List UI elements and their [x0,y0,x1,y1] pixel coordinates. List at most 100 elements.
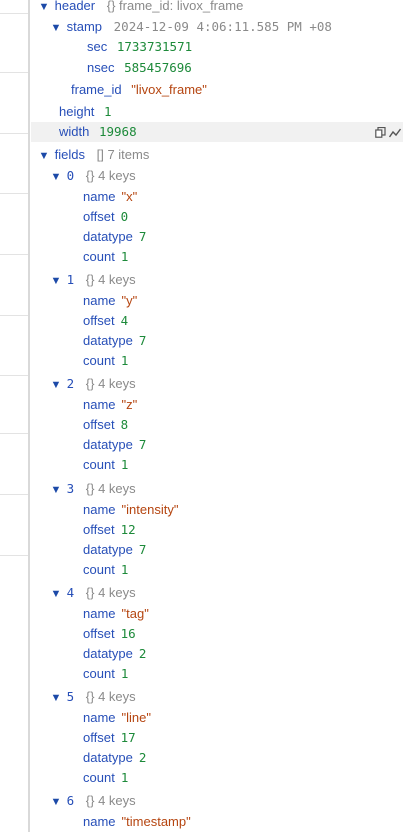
key-label: count [83,353,115,368]
tree-row-width[interactable]: width 19968 [31,122,403,142]
tree-row-item[interactable]: ▼ 1 {} 4 keys [31,270,403,290]
string-value: "x" [121,189,138,204]
tree-row-name[interactable]: name"z" [31,395,403,415]
key-label: count [83,562,115,577]
tree-row-item[interactable]: ▼ 3 {} 4 keys [31,479,403,499]
caret-down-icon[interactable]: ▼ [50,692,62,704]
meta-label: {} 4 keys [85,168,136,183]
index-label: 6 [66,793,75,808]
caret-down-icon[interactable]: ▼ [38,1,50,13]
key-label: name [83,189,116,204]
row-tools [374,122,402,142]
number-value: 585457696 [124,60,192,75]
string-value: "timestamp" [121,814,191,829]
number-value: 7 [138,437,147,452]
caret-down-icon[interactable]: ▼ [50,275,62,287]
meta-label: {} 4 keys [85,481,136,496]
number-value: 2 [138,750,147,765]
index-label: 1 [66,272,75,287]
number-value: 1 [120,666,129,681]
string-value: "y" [121,293,138,308]
string-value: "tag" [121,606,149,621]
tree-row-count[interactable]: count 1 [31,560,403,580]
tree-row-header[interactable]: ▼ header {} frame_id: livox_frame [31,0,403,16]
number-value: 1 [120,562,129,577]
key-label: height [59,104,95,119]
number-value: 1 [120,770,129,785]
tree-row-offset[interactable]: offset 12 [31,520,403,540]
key-label: stamp [66,19,103,34]
number-value: 2 [138,646,147,661]
caret-down-icon[interactable]: ▼ [50,588,62,600]
key-label: datatype [83,646,133,661]
meta-label: [] 7 items [96,147,150,162]
left-pane [0,0,28,832]
number-value: 8 [120,417,129,432]
index-label: 2 [66,376,75,391]
tree-row-item[interactable]: ▼ 0 {} 4 keys [31,166,403,186]
key-label: offset [83,730,115,745]
tree-row-name[interactable]: name"y" [31,291,403,311]
tree-row-height[interactable]: height 1 [31,102,403,122]
key-label: sec [87,39,108,54]
number-value: 7 [138,542,147,557]
tree-row-item[interactable]: ▼ 2 {} 4 keys [31,374,403,394]
tree-row-stamp[interactable]: ▼ stamp 2024-12-09 4:06:11.585 PM +08 [31,17,403,37]
caret-down-icon[interactable]: ▼ [50,796,62,808]
meta-label: {} 4 keys [85,793,136,808]
key-label: header [54,0,96,13]
caret-down-icon[interactable]: ▼ [50,379,62,391]
key-label: offset [83,313,115,328]
tree-row-name[interactable]: name"tag" [31,604,403,624]
copy-icon[interactable] [374,127,386,139]
key-label: offset [83,522,115,537]
tree-row-item[interactable]: ▼ 4 {} 4 keys [31,583,403,603]
tree-row-item[interactable]: ▼ 6 {} 4 keys [31,791,403,811]
key-label: width [59,124,90,139]
meta-label: {} 4 keys [85,376,136,391]
number-value: 1 [120,457,129,472]
tree-row-name[interactable]: name"timestamp" [31,812,403,832]
caret-down-icon[interactable]: ▼ [38,150,50,162]
message-tree: ▼ header {} frame_id: livox_frame ▼ stam… [31,0,403,832]
tree-row-fields[interactable]: ▼ fields [] 7 items [31,145,403,165]
number-value: 7 [138,333,147,348]
key-label: name [83,502,116,517]
caret-down-icon[interactable]: ▼ [50,484,62,496]
tree-row-item[interactable]: ▼ 5 {} 4 keys [31,687,403,707]
pane-divider[interactable] [28,0,30,832]
number-value: 4 [120,313,129,328]
tree-row-name[interactable]: name"intensity" [31,500,403,520]
caret-down-icon[interactable]: ▼ [50,22,62,34]
caret-down-icon[interactable]: ▼ [50,171,62,183]
key-label: offset [83,626,115,641]
tree-row-offset[interactable]: offset 4 [31,311,403,331]
tree-row-datatype[interactable]: datatype 2 [31,644,403,664]
index-label: 0 [66,168,75,183]
index-label: 3 [66,481,75,496]
tree-row-nsec[interactable]: nsec 585457696 [31,58,403,78]
tree-row-name[interactable]: name "x" [31,187,403,207]
string-value: "z" [121,397,138,412]
tree-row-sec[interactable]: sec 1733731571 [31,37,403,57]
meta-label: {} frame_id: livox_frame [106,0,244,13]
line-chart-icon[interactable] [388,128,402,138]
tree-row-name[interactable]: name"line" [31,708,403,728]
tree-row-frame-id[interactable]: frame_id "livox_frame" [31,80,403,100]
number-value: 12 [120,522,136,537]
index-label: 5 [66,689,75,704]
